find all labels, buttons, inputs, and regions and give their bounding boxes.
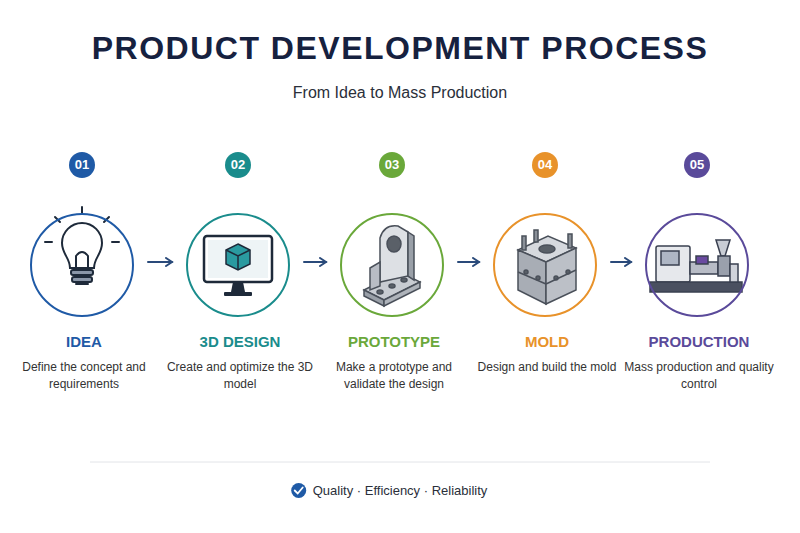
step-description: Create and optimize the 3D model: [165, 359, 315, 393]
step-heading: PROTOTYPE: [304, 333, 484, 350]
step-circle: IDEADefine the concept and requirements: [30, 213, 134, 317]
step-heading: PRODUCTION: [609, 333, 789, 350]
step-description: Make a prototype and validate the design: [319, 359, 469, 393]
step-description: Mass production and quality control: [624, 359, 774, 393]
step-number-badge: 02: [225, 152, 251, 178]
injection-machine-icon: [650, 240, 742, 292]
step-number: 02: [225, 152, 251, 178]
step-number: 03: [379, 152, 405, 178]
step-heading: 3D DESIGN: [150, 333, 330, 350]
step-number: 05: [684, 152, 710, 178]
monitor-icon: [204, 236, 272, 296]
separator-line: [90, 462, 710, 463]
step-heading: IDEA: [0, 333, 174, 350]
flow-arrow: [458, 261, 479, 263]
subtitle: From Idea to Mass Production: [0, 84, 800, 102]
step-number-badge: 03: [379, 152, 405, 178]
step-number-badge: 01: [69, 152, 95, 178]
step-number-badge: 05: [684, 152, 710, 178]
flow-arrow: [611, 261, 631, 263]
step-circle: MOLDDesign and build the mold: [493, 213, 597, 317]
lightbulb-icon: [45, 207, 119, 284]
mold-block-icon: [518, 230, 576, 304]
flow-arrow: [148, 261, 172, 263]
step-number: 01: [69, 152, 95, 178]
step-number: 04: [532, 152, 558, 178]
flow-arrow: [304, 261, 326, 263]
step-description: Design and build the mold: [472, 359, 622, 376]
step-description: Define the concept and requirements: [9, 359, 159, 393]
step-number-badge: 04: [532, 152, 558, 178]
prototype-part-icon: [364, 226, 420, 306]
check-icon: [291, 483, 306, 498]
step-circle: PROTOTYPEMake a prototype and validate t…: [340, 213, 444, 317]
caption: Quality · Efficiency · Reliability: [0, 483, 800, 498]
step-circle: PRODUCTIONMass production and quality co…: [645, 213, 749, 317]
step-circle: 3D DESIGNCreate and optimize the 3D mode…: [186, 213, 290, 317]
step-heading: MOLD: [457, 333, 637, 350]
diagram-title: PRODUCT DEVELOPMENT PROCESS: [0, 30, 800, 67]
